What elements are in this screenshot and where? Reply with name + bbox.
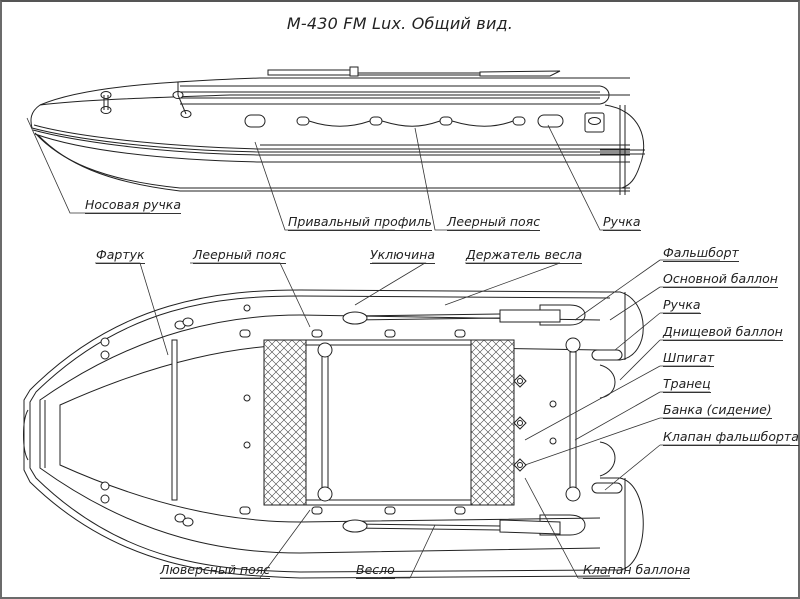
label-seat: Банка (сидение) bbox=[663, 402, 772, 419]
label-scupper: Шпигат bbox=[663, 350, 715, 367]
label-side-handle: Ручка bbox=[603, 214, 641, 231]
side-view bbox=[26, 66, 645, 231]
label-spray-hood: Фартук bbox=[96, 247, 145, 264]
label-oar: Весло bbox=[356, 562, 395, 579]
label-top-lifeline: Леерный пояс bbox=[193, 247, 287, 264]
label-main-tube: Основной баллон bbox=[663, 271, 778, 288]
label-transom: Транец bbox=[663, 376, 711, 393]
label-rubbing-strake: Привальный профиль bbox=[288, 214, 432, 231]
oar-top bbox=[342, 309, 561, 325]
drawing-title: М-430 FM Lux. Общий вид. bbox=[286, 14, 514, 33]
label-oar-holder: Держатель весла bbox=[466, 247, 583, 264]
top-lifeline bbox=[239, 329, 466, 515]
label-top-handle: Ручка bbox=[663, 297, 701, 314]
side-oar bbox=[267, 66, 561, 77]
floor-panel-front bbox=[263, 339, 307, 506]
top-bow-handles bbox=[100, 317, 194, 527]
oar-bottom bbox=[342, 519, 561, 535]
label-bow-handle: Носовая ручка bbox=[85, 197, 182, 214]
seat bbox=[317, 342, 333, 502]
label-bulwark: Фальшборт bbox=[663, 245, 739, 262]
label-side-lifeline: Леерный пояс bbox=[447, 214, 541, 231]
side-hull-top bbox=[39, 77, 630, 106]
floor-panel-rear bbox=[470, 339, 515, 506]
grommets bbox=[243, 304, 557, 449]
side-bow-handles bbox=[100, 82, 192, 118]
side-hull-bow bbox=[30, 104, 41, 129]
label-bottom-tube: Днищевой баллон bbox=[663, 324, 783, 341]
label-grommet-belt: Люверсный пояс bbox=[160, 562, 271, 579]
label-oarlock: Уключина bbox=[370, 247, 436, 264]
label-bulwark-valve: Клапан фальшборта bbox=[663, 429, 799, 446]
side-lifeline bbox=[244, 114, 564, 128]
brand-logo bbox=[584, 112, 605, 133]
scuppers bbox=[513, 374, 527, 472]
label-tube-valve: Клапан баллона bbox=[583, 562, 691, 579]
top-view bbox=[23, 259, 790, 579]
side-stern bbox=[604, 104, 645, 189]
